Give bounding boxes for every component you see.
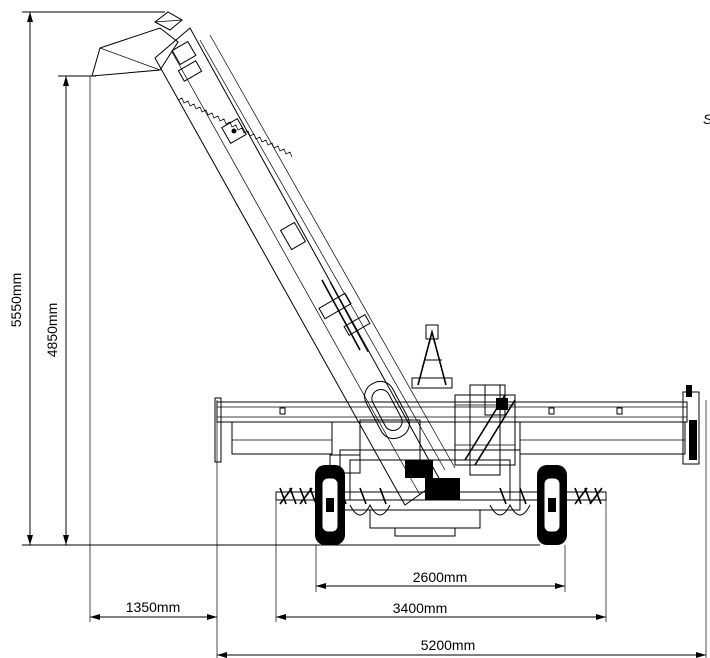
dim-height-outlet: 4850mm xyxy=(44,75,96,545)
dim-width-augers-label: 3400mm xyxy=(393,600,447,616)
dim-width-wheels-label: 2600mm xyxy=(413,569,467,585)
discharge-auger-tube xyxy=(154,27,456,506)
dim-offset-outlet: 1350mm xyxy=(90,599,217,620)
machine-drawing xyxy=(91,11,700,545)
right-wheel xyxy=(537,465,567,545)
dim-width-wheels: 2600mm xyxy=(316,569,565,589)
central-chassis xyxy=(329,324,521,537)
discharge-spout xyxy=(91,11,183,77)
dim-height-total-label: 5550mm xyxy=(8,273,24,327)
main-beam xyxy=(214,385,700,465)
dim-height-outlet-label: 4850mm xyxy=(44,303,60,357)
left-wheel xyxy=(315,465,345,545)
dim-width-total: 5200mm xyxy=(217,637,706,658)
dim-offset-outlet-label: 1350mm xyxy=(126,599,180,615)
dim-width-augers: 3400mm xyxy=(276,600,606,620)
dim-width-total-label: 5200mm xyxy=(421,637,475,653)
edge-letter: S xyxy=(703,111,710,127)
dim-height-total: 5550mm xyxy=(8,11,165,545)
